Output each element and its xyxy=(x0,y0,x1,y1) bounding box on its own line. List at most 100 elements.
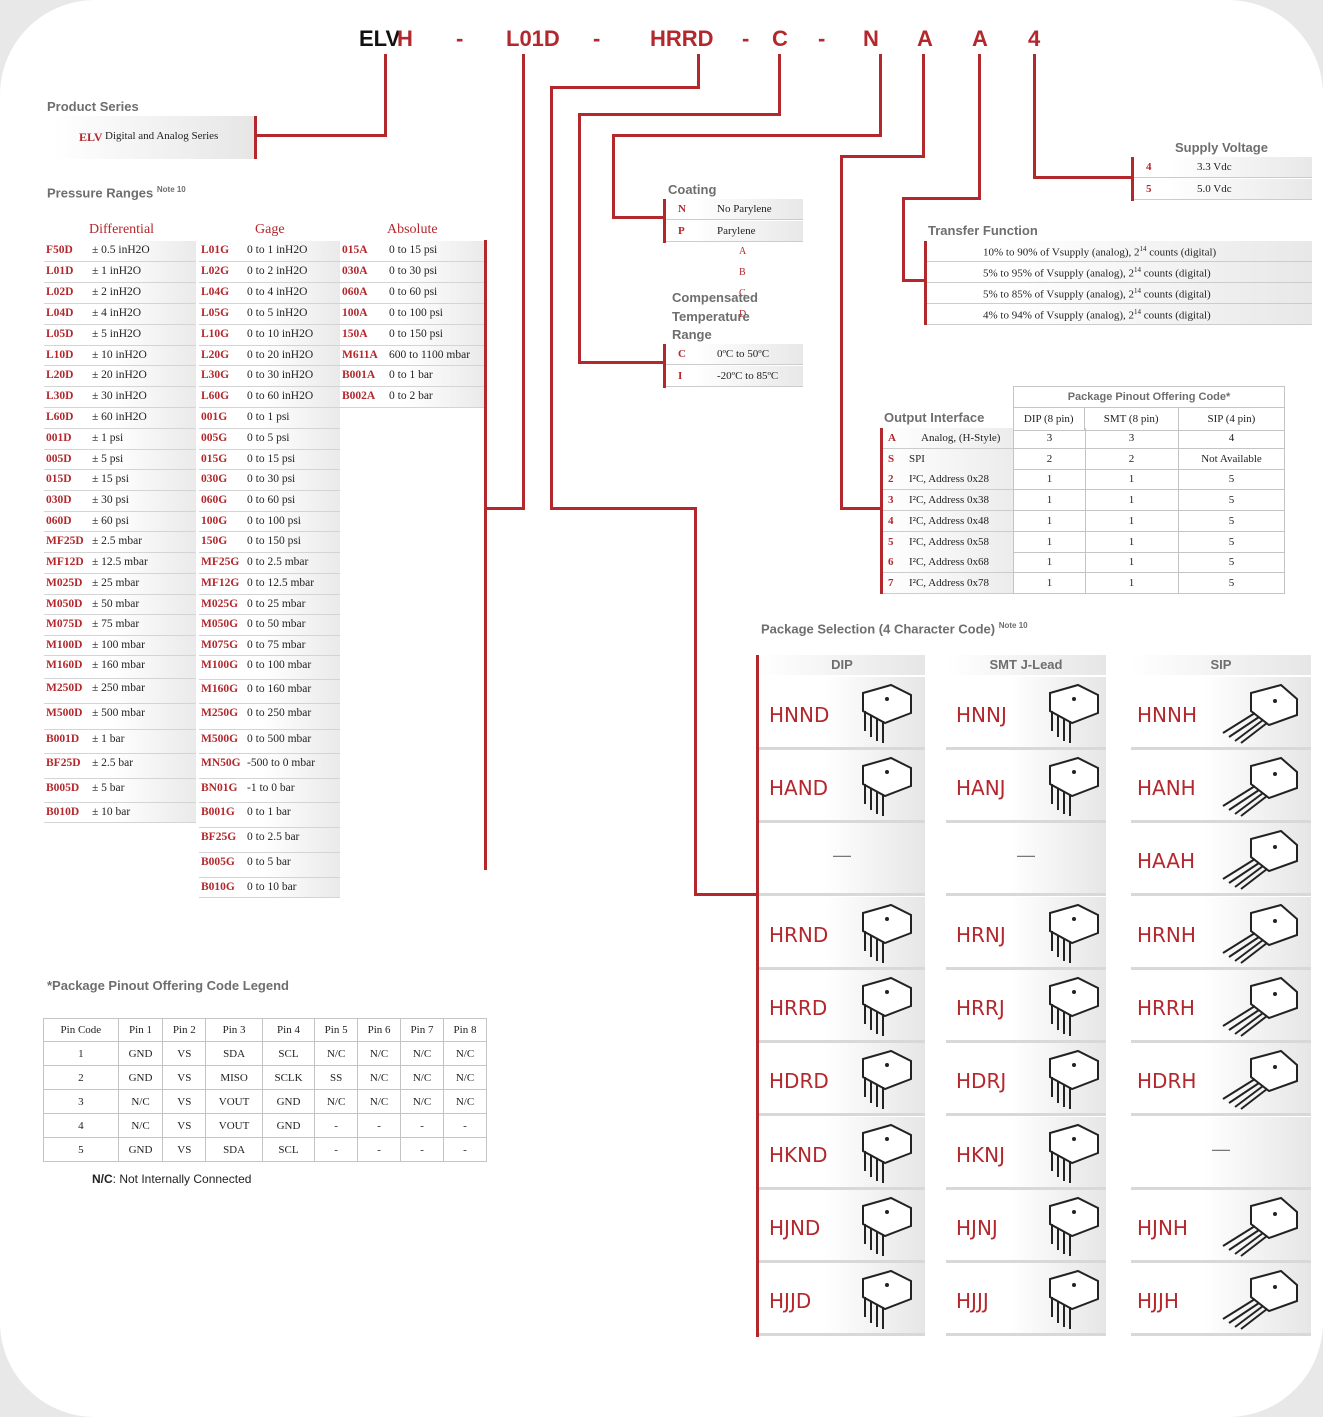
legend-cell: N/C xyxy=(117,1089,164,1114)
transfer-function-row: 5% to 85% of Vsupply (analog), 214 count… xyxy=(927,283,1312,304)
pressure-range-value: 0 to 75 mbar xyxy=(247,639,306,651)
pinout-code-cell: 5 xyxy=(1179,531,1285,553)
pressure-range-code: BF25D xyxy=(46,757,81,769)
pn-char: HRRD xyxy=(650,26,714,51)
product-series-title: Product Series xyxy=(47,99,139,114)
pressure-range-row: L05D± 5 inH2O xyxy=(44,325,196,346)
pressure-range-value: 0 to 50 mbar xyxy=(247,618,306,630)
legend-cell: MISO xyxy=(205,1065,263,1090)
package-illustration-icon xyxy=(862,1196,912,1256)
output-desc: Analog, (H-Style) xyxy=(921,432,1001,444)
pressure-range-code: MN50G xyxy=(201,757,241,769)
pressure-range-value: ± 100 mbar xyxy=(92,639,145,651)
pressure-range-value: 0 to 5 inH2O xyxy=(247,307,308,319)
pinout-offering-header: Package Pinout Offering Code* xyxy=(1013,386,1285,408)
pn-sep: - xyxy=(818,26,826,51)
pressure-range-code: L20D xyxy=(46,369,74,381)
transfer-function-row: 4% to 94% of Vsupply (analog), 214 count… xyxy=(927,304,1312,325)
pinout-code-cell: 2 xyxy=(1085,448,1179,470)
smt-header-text: SMT J-Lead xyxy=(989,657,1063,672)
pinout-code-cell: 2 xyxy=(1013,448,1086,470)
legend-cell: N/C xyxy=(357,1041,402,1066)
package-illustration-icon xyxy=(1222,976,1298,1037)
package-code: HAAH xyxy=(1137,849,1195,873)
transfer-function-row: 5% to 95% of Vsupply (analog), 214 count… xyxy=(927,262,1312,283)
pn-char: C xyxy=(772,26,788,51)
overlap-letter: A xyxy=(739,246,747,257)
legend-header-cell: Pin 1 xyxy=(117,1018,164,1042)
pressure-range-value: ± 12.5 mbar xyxy=(92,556,148,568)
option-desc: 5.0 Vdc xyxy=(1197,183,1232,195)
pinout-code-cell: 1 xyxy=(1013,469,1086,491)
package-illustration-icon xyxy=(1222,1196,1298,1257)
pinout-offering-header-table: Package Pinout Offering Code* DIP (8 pin… xyxy=(1013,386,1286,431)
package-cell: HRRD xyxy=(759,970,925,1043)
tf-sup: 14 xyxy=(1134,266,1142,274)
legend-cell: SCLK xyxy=(261,1065,316,1090)
pressure-range-code: L60G xyxy=(201,390,230,402)
package-code: HDRH xyxy=(1137,1069,1197,1093)
pressure-range-value: ± 30 inH2O xyxy=(92,390,147,402)
pinout-code-cell: 5 xyxy=(1179,510,1285,532)
pressure-range-code: M250G xyxy=(201,707,239,719)
pressure-range-value: ± 15 psi xyxy=(92,473,129,485)
pinout-code-cell: 1 xyxy=(1085,531,1179,553)
pressure-range-value: 0 to 100 psi xyxy=(389,307,443,319)
package-illustration-icon xyxy=(862,1269,912,1329)
pressure-range-row: M075D± 75 mbar xyxy=(44,615,196,636)
package-none: — xyxy=(1017,845,1035,865)
package-cell: — xyxy=(1131,1117,1311,1190)
package-code: HRRH xyxy=(1137,996,1195,1020)
pressure-range-value: 0 to 2.5 bar xyxy=(247,831,300,843)
pressure-range-code: L05G xyxy=(201,307,230,319)
pinout-legend-title: *Package Pinout Offering Code Legend xyxy=(47,978,289,993)
pressure-range-value: 0 to 30 inH2O xyxy=(247,369,314,381)
legend-header-cell: Pin 8 xyxy=(443,1018,487,1042)
package-cell: HJND xyxy=(759,1190,925,1263)
pressure-range-code: MF12D xyxy=(46,556,84,568)
option-desc: 3.3 Vdc xyxy=(1197,161,1232,173)
pinout-code-cell: 1 xyxy=(1013,490,1086,512)
overlap-letter: D xyxy=(739,309,747,320)
legend-cell: SCL xyxy=(261,1137,316,1162)
package-cell: HDRJ xyxy=(946,1043,1106,1116)
pressure-range-code: F50D xyxy=(46,244,73,256)
pressure-range-code: M500G xyxy=(201,733,239,745)
legend-header-cell: Pin 5 xyxy=(314,1018,359,1042)
pressure-range-value: 0 to 12.5 mbar xyxy=(247,577,315,589)
option-desc: Parylene xyxy=(717,225,756,237)
pressure-ranges-title-text: Pressure Ranges xyxy=(47,185,154,201)
pressure-range-code: 060G xyxy=(201,494,228,506)
pressure-range-value: 0 to 10 inH2O xyxy=(247,328,314,340)
pressure-range-value: 0 to 15 psi xyxy=(389,244,438,256)
legend-cell: GND xyxy=(261,1089,316,1114)
coating-title: Coating xyxy=(668,182,717,197)
pinout-code-cell: 1 xyxy=(1013,552,1086,574)
pressure-range-value: ± 4 inH2O xyxy=(92,307,142,319)
pressure-range-code: BF25G xyxy=(201,831,237,843)
pressure-range-value: 0 to 2.5 mbar xyxy=(247,556,309,568)
output-code: 5 xyxy=(888,535,894,548)
legend-cell: N/C xyxy=(314,1089,359,1114)
pn-char: A xyxy=(972,26,988,51)
supply-voltage-title: Supply Voltage xyxy=(1175,140,1268,155)
output-desc: I²C, Address 0x48 xyxy=(909,514,989,527)
pressure-range-row: B010D± 10 bar xyxy=(44,803,196,823)
pressure-range-value: 0 to 1 psi xyxy=(247,411,290,423)
legend-cell: N/C xyxy=(443,1089,487,1114)
package-illustration-icon xyxy=(1049,903,1099,963)
package-code: HJJJ xyxy=(956,1289,989,1313)
tf-pre: 5% to 85% of Vsupply (analog), 2 xyxy=(983,288,1135,301)
comp-temp-title-line: Temperature xyxy=(672,308,750,324)
pressure-range-code: M025D xyxy=(46,577,83,589)
package-cell: HRRH xyxy=(1131,970,1311,1043)
